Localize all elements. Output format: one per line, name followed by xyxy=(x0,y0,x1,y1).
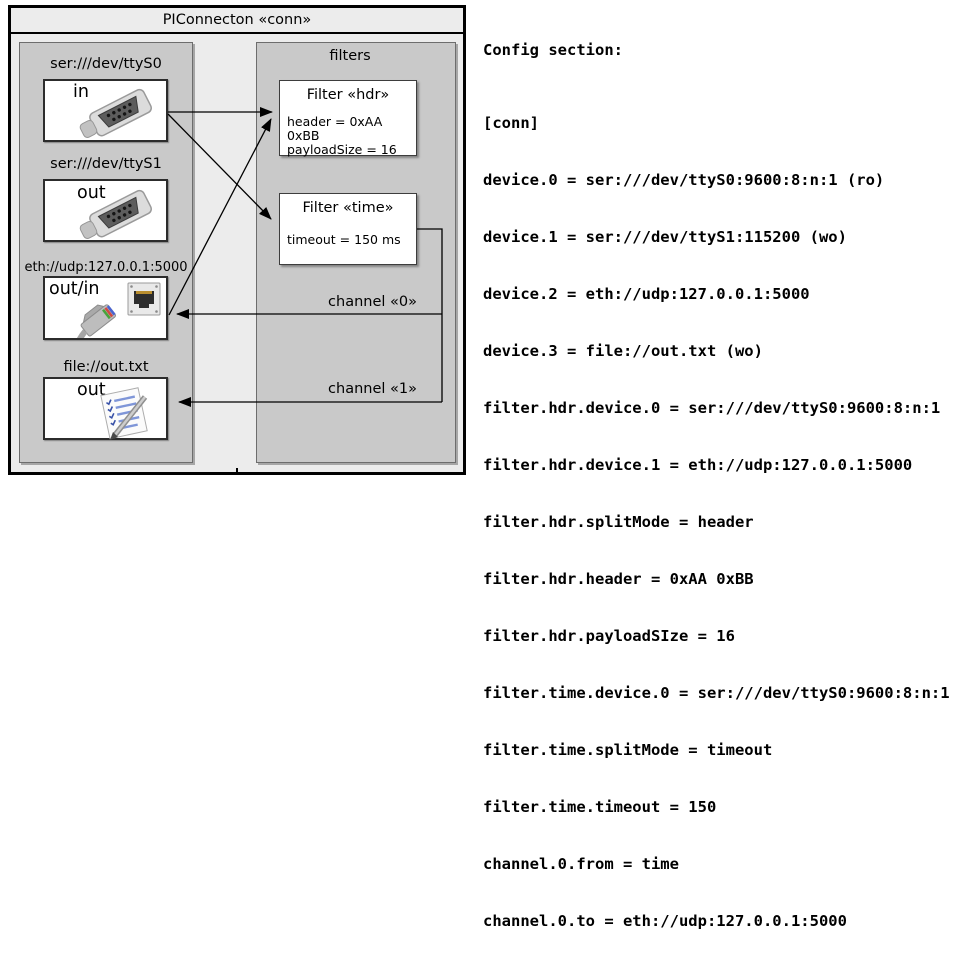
filter-time-attr-timeout: timeout = 150 ms xyxy=(287,232,401,247)
device-direction: out xyxy=(77,380,106,400)
notepad-pen-icon xyxy=(100,387,148,440)
device-direction: in xyxy=(73,82,89,102)
device-label-ttys0: ser:///dev/ttyS0 xyxy=(50,56,162,72)
device-label-ttys1: ser:///dev/ttyS1 xyxy=(50,156,162,172)
device-box-ttys0: in xyxy=(43,79,168,142)
config-line: device.2 = eth://udp:127.0.0.1:5000 xyxy=(483,285,810,303)
config-line: filter.hdr.device.0 = ser:///dev/ttyS0:9… xyxy=(483,399,941,417)
config-line: [conn] xyxy=(483,114,539,132)
config-line: filter.hdr.payloadSIze = 16 xyxy=(483,627,735,645)
filter-hdr-attr-header: header = 0xAA 0xBB xyxy=(287,114,383,143)
device-direction: out xyxy=(77,183,106,203)
device-label-eth: eth://udp:127.0.0.1:5000 xyxy=(24,260,188,275)
config-line: channel.0.to = eth://udp:127.0.0.1:5000 xyxy=(483,912,847,930)
config-line: device.0 = ser:///dev/ttyS0:9600:8:n:1 (… xyxy=(483,171,885,189)
screenshot-root: { "title": "PIConnecton «conn»", "device… xyxy=(8,5,950,930)
device-direction: out/in xyxy=(49,279,100,299)
config-line: channel.0.from = time xyxy=(483,855,679,873)
device-box-ttys1: out xyxy=(43,179,168,242)
filter-box-hdr: Filter «hdr» header = 0xAA 0xBB payloadS… xyxy=(279,80,417,157)
ethernet-port-icon xyxy=(70,282,161,338)
channel-0-label: channel «0» xyxy=(328,294,417,310)
filter-time-title: Filter «time» xyxy=(302,200,394,216)
filter-box-time: Filter «time» timeout = 150 ms xyxy=(279,193,417,265)
serial-connector-icon xyxy=(79,189,152,239)
diagram-title: PIConnecton «conn» xyxy=(11,8,463,34)
device-box-eth: out/in xyxy=(43,276,168,340)
config-line: filter.time.splitMode = timeout xyxy=(483,741,773,759)
config-line: filter.hdr.splitMode = header xyxy=(483,513,754,531)
filter-hdr-attr-payloadsize: payloadSize = 16 xyxy=(287,142,397,157)
filter-hdr-title: Filter «hdr» xyxy=(306,87,390,103)
filters-panel-title: filters xyxy=(329,48,371,64)
config-heading: Config section: xyxy=(483,41,623,59)
config-section: Config section: [conn] device.0 = ser://… xyxy=(483,3,963,968)
config-line: filter.time.device.0 = ser:///dev/ttyS0:… xyxy=(483,684,950,702)
serial-connector-icon xyxy=(79,88,152,138)
config-line: filter.hdr.device.1 = eth://udp:127.0.0.… xyxy=(483,456,913,474)
config-line: filter.time.timeout = 150 xyxy=(483,798,717,816)
device-box-file: out xyxy=(43,377,168,440)
config-line: filter.hdr.header = 0xAA 0xBB xyxy=(483,570,754,588)
device-label-file: file://out.txt xyxy=(63,359,149,375)
config-line: device.3 = file://out.txt (wo) xyxy=(483,342,763,360)
channel-1-label: channel «1» xyxy=(328,381,417,397)
config-line: device.1 = ser:///dev/ttyS1:115200 (wo) xyxy=(483,228,847,246)
